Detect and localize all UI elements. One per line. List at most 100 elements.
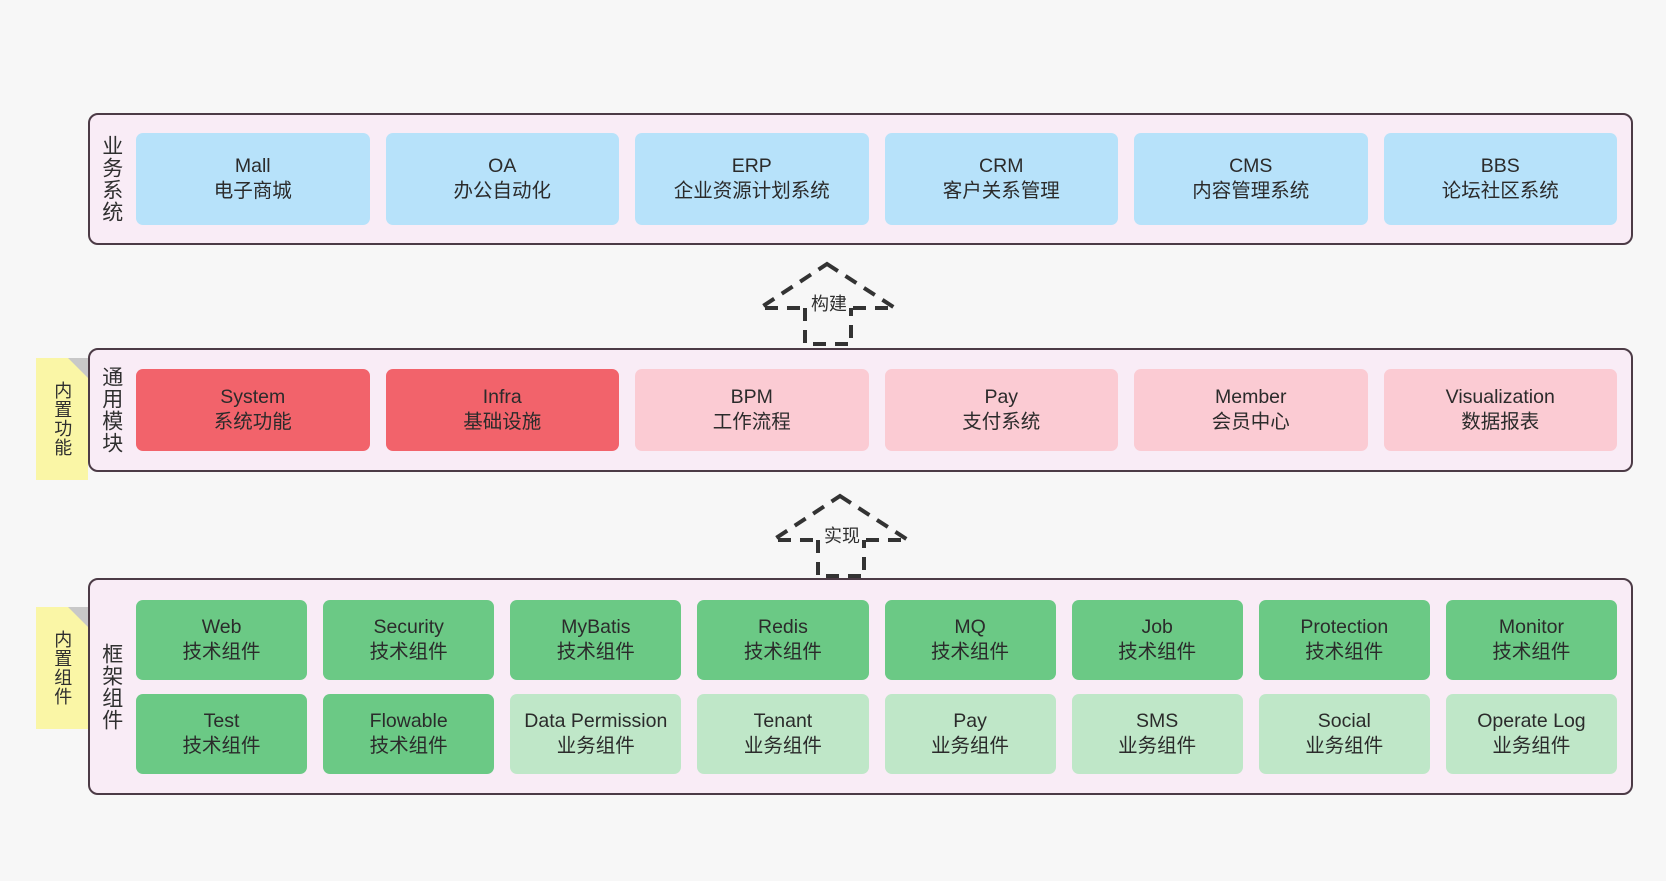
node-subtitle: 技术组件 bbox=[369, 734, 448, 757]
node-subtitle: 业务组件 bbox=[1118, 734, 1197, 757]
node-title: Job bbox=[1141, 615, 1173, 638]
node-subtitle: 业务组件 bbox=[743, 734, 822, 757]
node-title: Visualization bbox=[1445, 386, 1555, 409]
node-title: CMS bbox=[1229, 155, 1273, 178]
node-subtitle: 工作流程 bbox=[712, 411, 791, 433]
node-title: Flowable bbox=[369, 709, 448, 732]
layer-title-business-system: 业务系统 bbox=[99, 135, 123, 223]
node-subtitle: 技术组件 bbox=[369, 640, 448, 663]
node-subtitle: 技术组件 bbox=[556, 640, 635, 663]
connector-implement-label: 实现 bbox=[822, 522, 862, 548]
node-subtitle: 内容管理系统 bbox=[1192, 180, 1310, 202]
node-subtitle: 论坛社区系统 bbox=[1441, 180, 1559, 202]
node-subtitle: 客户关系管理 bbox=[942, 180, 1060, 202]
node-title: Web bbox=[201, 615, 242, 638]
node-title: Test bbox=[203, 709, 240, 732]
node-subtitle: 办公自动化 bbox=[453, 180, 551, 202]
node-subtitle: 数据报表 bbox=[1461, 411, 1540, 433]
node-title: BBS bbox=[1480, 155, 1520, 178]
node-title: Mall bbox=[234, 155, 271, 178]
node-title: Social bbox=[1317, 709, 1371, 732]
node-title: SMS bbox=[1136, 709, 1179, 732]
note-builtin-component-label: 内置组件 bbox=[52, 630, 73, 706]
connector-build bbox=[753, 258, 902, 346]
connector-stem bbox=[816, 540, 866, 578]
node-subtitle: 业务组件 bbox=[1492, 734, 1571, 757]
node-title: Monitor bbox=[1498, 615, 1564, 638]
node-subtitle: 会员中心 bbox=[1211, 411, 1290, 433]
note-builtin-feature: 内置功能 bbox=[36, 358, 88, 480]
node-title: Data Permission bbox=[524, 709, 668, 732]
node-subtitle: 技术组件 bbox=[182, 734, 261, 757]
note-builtin-feature-label: 内置功能 bbox=[52, 381, 73, 457]
node-title: MyBatis bbox=[561, 615, 631, 638]
node-title: Redis bbox=[758, 615, 808, 638]
node-subtitle: 技术组件 bbox=[743, 640, 822, 663]
node-title: OA bbox=[488, 155, 517, 178]
connector-stem bbox=[803, 308, 853, 346]
node-title: BPM bbox=[730, 386, 773, 409]
note-fold-corner-icon bbox=[68, 607, 88, 627]
node-subtitle: 业务组件 bbox=[1305, 734, 1384, 757]
node-title: Pay bbox=[953, 709, 987, 732]
node-subtitle: 技术组件 bbox=[1118, 640, 1197, 663]
connector-implement bbox=[766, 490, 915, 578]
layer-title-framework-component: 框架组件 bbox=[99, 642, 123, 731]
node-title: Pay bbox=[984, 386, 1019, 409]
node-title: System bbox=[220, 386, 286, 409]
node-subtitle: 业务组件 bbox=[556, 734, 635, 757]
node-title: ERP bbox=[731, 155, 772, 178]
node-title: MQ bbox=[954, 615, 986, 638]
node-subtitle: 基础设施 bbox=[463, 411, 542, 433]
node-subtitle: 电子商城 bbox=[213, 180, 292, 202]
node-subtitle: 技术组件 bbox=[1305, 640, 1384, 663]
node-title: Tenant bbox=[753, 709, 813, 732]
node-title: Member bbox=[1214, 386, 1287, 409]
note-builtin-component: 内置组件 bbox=[36, 607, 88, 729]
layer-title-common-module: 通用模块 bbox=[99, 366, 123, 454]
node-title: Security bbox=[373, 615, 444, 638]
node-subtitle: 技术组件 bbox=[931, 640, 1010, 663]
connector-implement-arrow bbox=[766, 493, 915, 578]
connector-build-label: 构建 bbox=[809, 290, 849, 316]
node-title: Protection bbox=[1300, 615, 1389, 638]
node-subtitle: 系统功能 bbox=[213, 411, 292, 433]
node-title: CRM bbox=[979, 155, 1024, 178]
